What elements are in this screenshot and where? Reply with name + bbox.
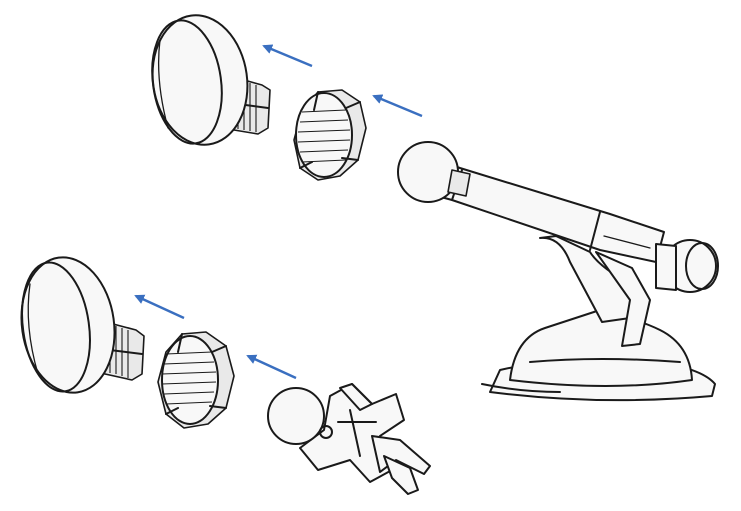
dashboard-mount: [397, 141, 719, 402]
magnetic-head-top: [151, 14, 271, 146]
arrow-ball-to-nut-bottom: [246, 354, 297, 380]
lock-nut-top: [293, 89, 367, 181]
arrow-nut-to-head-bottom: [134, 294, 185, 320]
magnetic-head-bottom: [20, 256, 145, 394]
lock-nut-bottom: [157, 331, 235, 429]
arrow-nut-to-head-top: [262, 44, 313, 68]
arrow-ball-to-nut-top: [372, 94, 423, 118]
vent-clip-mount: [267, 383, 431, 495]
